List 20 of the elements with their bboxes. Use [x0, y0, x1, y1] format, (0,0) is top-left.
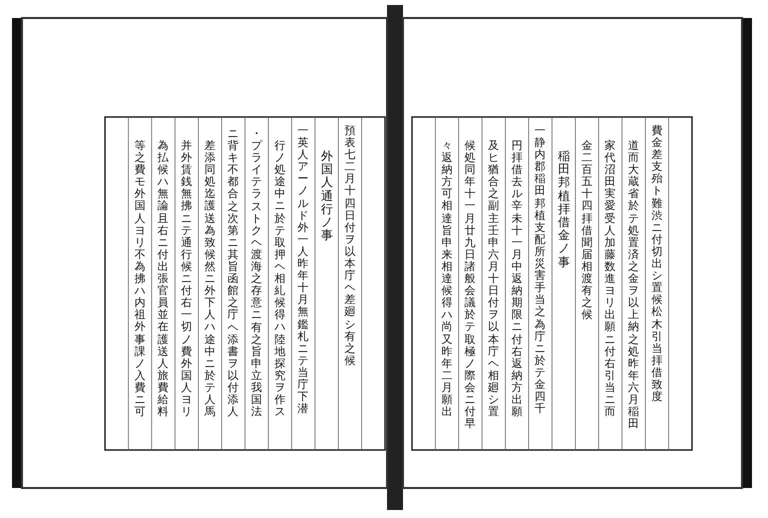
handwritten-text-column: 候処同年十一月廿九日諸般会議於テ取極ノ際会ニ付早 [464, 140, 476, 430]
handwritten-text-column: 費金差支殆ト難渋ニ付切出シ置候松木引当拝借致度 [652, 125, 662, 404]
handwritten-text-column: 一英人アーノルド外一人昨年十月無鑑札ニテ当庁下潜 [298, 125, 308, 416]
handwritten-text-column: 円拝借去ル辛未十一月中返納期限ニ付右返納方出願 [512, 140, 522, 418]
handwritten-text-column: 為払候ハ無論且右ニ付出張官員並在護送人旅費給料 [158, 140, 168, 418]
handwritten-text-column: 預表七二月十四日付ヲ以本庁ヘ差廻シ有之候 [344, 125, 356, 367]
handwritten-text-column: 家代沼田実愛受人加藤数進ヨリ出願ニ付右引当ニ而 [604, 140, 616, 418]
handwritten-text-column: 并外賃銭無拂ニテ通行候ニ付右一切ノ費外国人ヨリ [181, 140, 192, 418]
handwritten-text-column: ニ背キ不都合之次第ニ其旨函館之庁ヘ添書ヲ以付添人 [228, 128, 238, 418]
handwritten-text-column: 道而大蔵省於テ処置済之金ヲ以上納之処昨年六月稲田 [628, 140, 639, 430]
handwritten-text-column: 々返納方可相達旨申来相達候得ハ尚又昨年二月願出 [442, 140, 452, 418]
handwritten-text-column: 行ノ処途中ニ於テ取押ヘ相糺候得ハ陸地探究ヲ作ス [274, 140, 286, 418]
handwritten-heading: 稲田邦植拝借金ノ事 [558, 150, 570, 269]
handwritten-text-column: 及ヒ猶合之副主壬申六月十日付ヲ以本庁ヘ相廻シ置 [488, 140, 499, 418]
handwritten-text-column: ・プライテラストクヘ渡海之存意ニ有之旨申立我国法 [251, 128, 262, 418]
handwritten-text-column: 金二百五十四拝借聞届相渡有之候 [582, 140, 592, 322]
handwritten-text-column: 一静内郡稲田邦植支配所災害手当之為庁ニ於テ金四千 [534, 125, 546, 416]
handwritten-heading: 外国人通行ノ事 [321, 150, 333, 242]
handwritten-text-column: 等之費モ外国人ヨリ不為拂ハ内祖外事課ノ入費ニ可 [134, 140, 146, 418]
handwritten-text-column: 差添同処迄護送為致候然ニ外下人ハ途中ニ於テ人馬 [204, 140, 216, 418]
